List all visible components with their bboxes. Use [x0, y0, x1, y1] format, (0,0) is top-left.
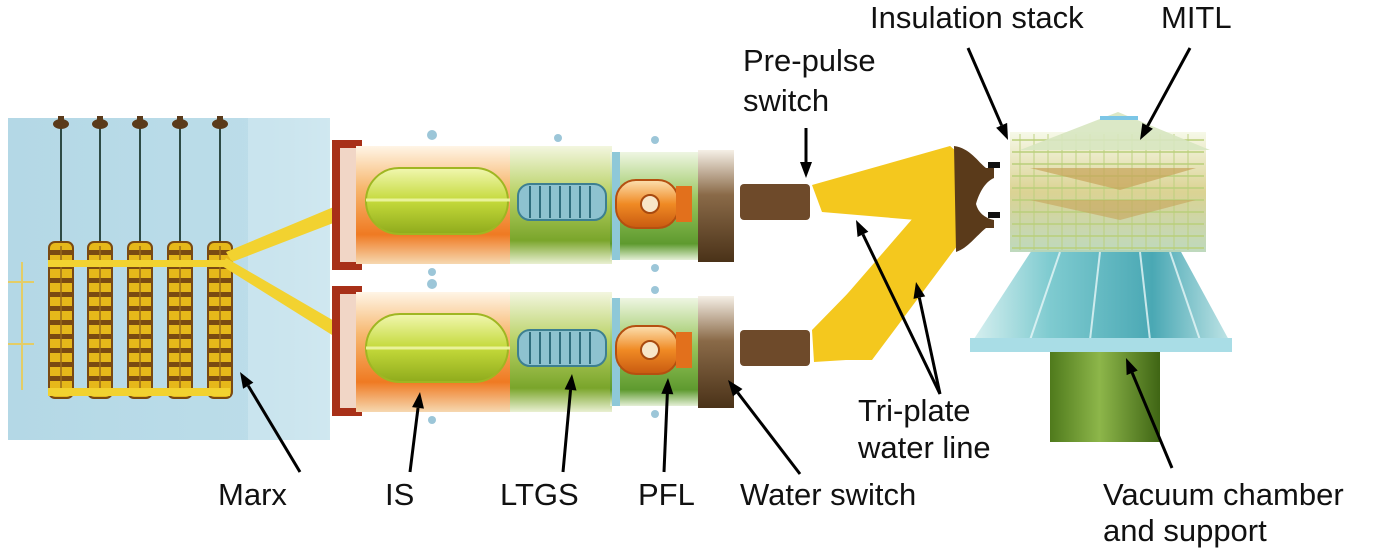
vacuum-chamber-cone — [972, 250, 1230, 342]
label-prepulse-switch-line1: Pre-pulse — [743, 43, 876, 78]
label-pfl: PFL — [638, 477, 695, 512]
arrow-mitl — [1140, 47, 1192, 140]
arrow-triplate-1 — [856, 220, 942, 395]
arrow-insulation-stack — [966, 47, 1008, 140]
arrow-marx — [240, 372, 302, 473]
marx-bottom-bus — [48, 388, 230, 396]
label-is: IS — [385, 477, 415, 512]
label-ltgs: LTGS — [500, 477, 579, 512]
marx-output-busbars — [222, 196, 362, 350]
triplate-output-connector — [954, 146, 994, 252]
label-prepulse-switch-line2: switch — [743, 83, 830, 118]
arrow-triplate-2 — [913, 282, 942, 395]
vacuum-chamber-rim — [970, 338, 1232, 352]
marx-generator — [8, 116, 330, 440]
arrow-ltgs — [561, 374, 577, 473]
arrow-is — [408, 392, 424, 473]
label-vacuum-chamber-line1: Vacuum chamber — [1103, 477, 1344, 512]
arrow-pfl — [661, 378, 674, 473]
marx-side-rack — [8, 262, 34, 390]
marx-column — [167, 116, 193, 399]
water-switch-body-lower — [698, 296, 734, 408]
label-marx: Marx — [218, 477, 287, 512]
label-vacuum-chamber-line2: and support — [1103, 513, 1267, 548]
label-mitl: MITL — [1161, 0, 1232, 35]
upper-module — [332, 130, 810, 276]
insulation-stack-rings — [1012, 134, 1204, 250]
label-insulation-stack: Insulation stack — [870, 0, 1084, 35]
ltgs-switch — [517, 183, 607, 221]
marx-top-bus — [48, 260, 230, 267]
prepulse-switch-body-lower — [740, 330, 810, 366]
marx-column — [127, 116, 153, 399]
triplate-water-line — [812, 146, 972, 362]
lower-module — [332, 279, 810, 424]
label-triplate-line1: Tri-plate — [858, 393, 971, 428]
arrow-vacuum-chamber — [1126, 358, 1174, 469]
label-water-switch: Water switch — [740, 477, 917, 512]
arrow-prepulse-switch — [800, 128, 812, 178]
label-arrows — [240, 47, 1192, 475]
arrow-water-switch — [728, 380, 802, 475]
vacuum-load-section — [970, 112, 1232, 442]
label-triplate-line2: water line — [858, 430, 991, 465]
prepulse-switch-body — [740, 184, 810, 220]
mitl-cone-top — [1020, 112, 1210, 150]
ltgs-switch-lower — [517, 329, 607, 367]
water-switch-body — [698, 150, 734, 262]
